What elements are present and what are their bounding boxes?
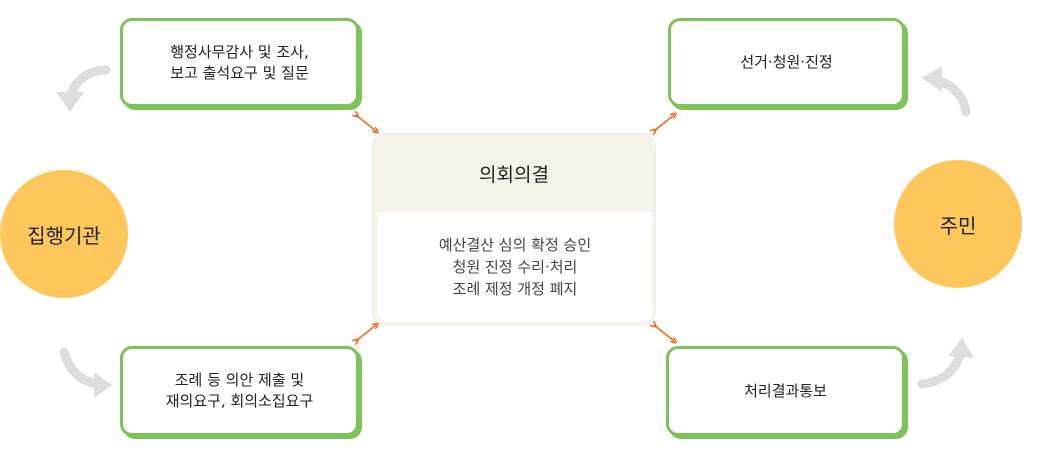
bill-submission-box: 조례 등 의안 제출 및 재의요구, 회의소집요구 (120, 346, 359, 436)
council-resolution-items: 예산결산 심의 확정 승인 청원 진정 수리·처리 조례 제정 개정 폐지 (378, 212, 652, 322)
council-resolution-panel: 의회의결 예산결산 심의 확정 승인 청원 진정 수리·처리 조례 제정 개정 … (372, 133, 656, 325)
election-petition-box: 선거·청원·진정 (668, 18, 905, 107)
curve-arrow-top-right-head (922, 66, 942, 92)
election-petition-label: 선거·청원·진정 (740, 53, 833, 71)
double-arrow-top-left (356, 115, 376, 131)
curve-arrow-bottom-right-head (948, 338, 974, 358)
residents-label: 주민 (939, 213, 977, 238)
result-notice-box: 처리결과통보 (666, 346, 905, 436)
audit-line-2: 보고 출석요구 및 질문 (170, 63, 309, 82)
resolution-item: 조례 제정 개정 폐지 (452, 280, 578, 298)
curve-arrow-bottom-right (917, 349, 965, 389)
result-notice-label: 처리결과통보 (744, 381, 827, 400)
double-arrow-bottom-left (356, 325, 376, 341)
resolution-item: 청원 진정 수리·처리 (452, 258, 578, 276)
executive-agency-label: 집행기관 (27, 223, 101, 248)
double-arrow-bottom-right (654, 325, 674, 341)
double-arrow-top-right (654, 115, 674, 131)
executive-agency-circle: 집행기관 (0, 170, 128, 298)
council-resolution-title: 의회의결 (479, 163, 549, 186)
audit-box: 행정사무감사 및 조사, 보고 출석요구 및 질문 (120, 18, 359, 107)
residents-circle: 주민 (894, 160, 1022, 288)
resolution-item: 예산결산 심의 확정 승인 (438, 236, 592, 254)
curve-arrow-top-left-head (56, 92, 84, 112)
curve-arrow-bottom-left-head (94, 372, 112, 398)
bill-line-2: 재의요구, 회의소집요구 (165, 392, 314, 410)
audit-line-1: 행정사무감사 및 조사, (170, 42, 309, 61)
curve-arrow-bottom-left (59, 347, 103, 389)
bill-line-1: 조례 등 의안 제출 및 (174, 371, 305, 389)
